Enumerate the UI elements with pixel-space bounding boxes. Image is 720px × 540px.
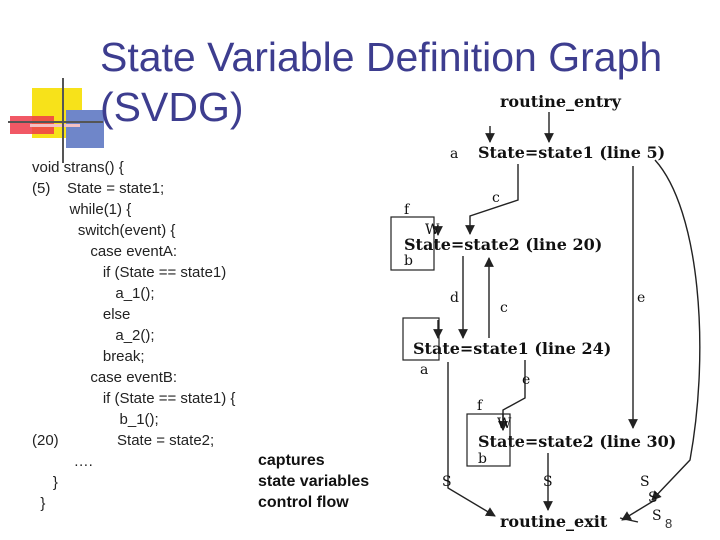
- edge-label-s: S: [648, 490, 658, 506]
- loop-box-line30: [466, 413, 511, 467]
- edge-exit-stub: [619, 517, 639, 523]
- state-node-line5: State=state1 (line 5): [478, 143, 665, 162]
- code-line: switch(event) {: [32, 222, 176, 239]
- logo-vertical-line: [62, 78, 64, 163]
- edge-label-s: S: [442, 474, 452, 490]
- edge-right-to-exit: [621, 499, 656, 521]
- state-node-line20: State=state2 (line 20): [404, 235, 602, 254]
- code-line: case eventB:: [32, 369, 178, 386]
- edge-label-c: c: [492, 190, 500, 206]
- edge-line5-outer: [651, 159, 701, 501]
- edge-label-f: f: [477, 398, 484, 414]
- state-node-line24: State=state1 (line 24): [413, 339, 611, 358]
- edge-label-d: d: [450, 290, 459, 306]
- code-line: if (State == state1) {: [32, 390, 236, 407]
- edge-label-c: c: [500, 300, 508, 316]
- code-line: while(1) {: [32, 201, 132, 218]
- code-line: case eventA:: [32, 243, 178, 260]
- caption-line: control flow: [258, 494, 349, 511]
- edge-label-a: a: [450, 146, 458, 162]
- logo-pink-bar: [30, 124, 80, 127]
- edge-label-w: W: [425, 222, 440, 238]
- edge-label-s: S: [640, 474, 650, 490]
- caption-line: captures: [258, 452, 325, 469]
- logo-horizontal-line: [8, 121, 103, 123]
- edge-line5-to-line20: [465, 164, 519, 235]
- code-line: }: [32, 495, 46, 512]
- slide-title: State Variable Definition Graph (SVDG): [100, 32, 662, 132]
- code-line: (5) State = state1;: [32, 180, 165, 197]
- code-line: }: [32, 474, 58, 491]
- loop-box-line24: [402, 317, 440, 361]
- edge-label-f: f: [404, 202, 411, 218]
- edge-label-s: S: [543, 474, 553, 490]
- edge-label-b: b: [404, 253, 413, 269]
- code-listing: void strans() { (5) State = state1; while…: [32, 157, 235, 514]
- routine-entry-node: routine_entry: [500, 92, 622, 111]
- code-line: break;: [32, 348, 145, 365]
- caption-line: state variables: [258, 473, 370, 490]
- diagram-caption: captures state variables control flow: [258, 450, 369, 513]
- code-line: else: [32, 306, 131, 323]
- code-line: b_1();: [32, 411, 159, 428]
- edge-label-s: S: [652, 508, 662, 524]
- edge-label-e: e: [637, 290, 645, 306]
- edge-label-e: e: [522, 372, 530, 388]
- page-number: 8: [665, 516, 673, 531]
- edge-label-w: W: [497, 416, 512, 432]
- code-line: ….: [32, 453, 93, 470]
- slide-title-line2: (SVDG): [100, 84, 244, 130]
- code-line: (20) State = state2;: [32, 432, 215, 449]
- code-line: a_2();: [32, 327, 155, 344]
- logo-blue-square: [66, 110, 104, 148]
- edge-line24-to-exit: [447, 362, 496, 517]
- code-line: void strans() {: [32, 159, 124, 176]
- code-line: a_1();: [32, 285, 155, 302]
- loop-box-line20: [390, 216, 435, 271]
- routine-exit-node: routine_exit: [500, 512, 608, 531]
- code-line: if (State == state1): [32, 264, 227, 281]
- state-node-line30: State=state2 (line 30): [478, 432, 676, 451]
- edge-label-a: a: [420, 362, 428, 378]
- edge-label-b: b: [478, 451, 487, 467]
- slide-title-line1: State Variable Definition Graph: [100, 34, 663, 80]
